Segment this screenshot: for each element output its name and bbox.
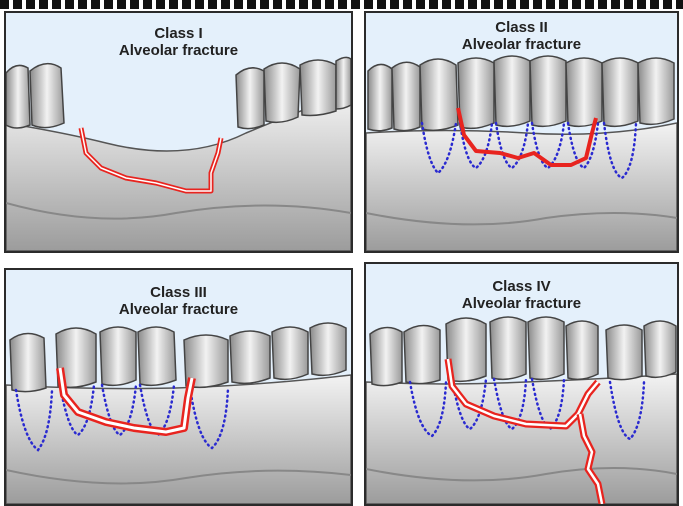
- panel-type-label: Alveolar fracture: [6, 301, 351, 318]
- teeth-row: [368, 56, 674, 131]
- panel-class-2: Class II Alveolar fracture: [364, 11, 679, 253]
- panel-type-label: Alveolar fracture: [366, 36, 677, 53]
- panel-class-label: Class II: [366, 19, 677, 36]
- teeth-left: [6, 64, 64, 128]
- panel-type-label: Alveolar fracture: [6, 42, 351, 59]
- panel-type-label: Alveolar fracture: [366, 295, 677, 312]
- panel-class-label: Class I: [6, 25, 351, 42]
- panel-class-label: Class III: [6, 284, 351, 301]
- panel-class-4: Class IV Alveolar fracture: [364, 262, 679, 506]
- mandible-bone: [366, 123, 677, 251]
- top-dashed-border: [0, 0, 683, 9]
- panel-class-3: Class III Alveolar fracture: [4, 268, 353, 506]
- mandible-bone: [6, 375, 351, 504]
- panel-class-1: Class I Alveolar fracture: [4, 11, 353, 253]
- teeth-row: [370, 317, 676, 386]
- panel-class-label: Class IV: [366, 278, 677, 295]
